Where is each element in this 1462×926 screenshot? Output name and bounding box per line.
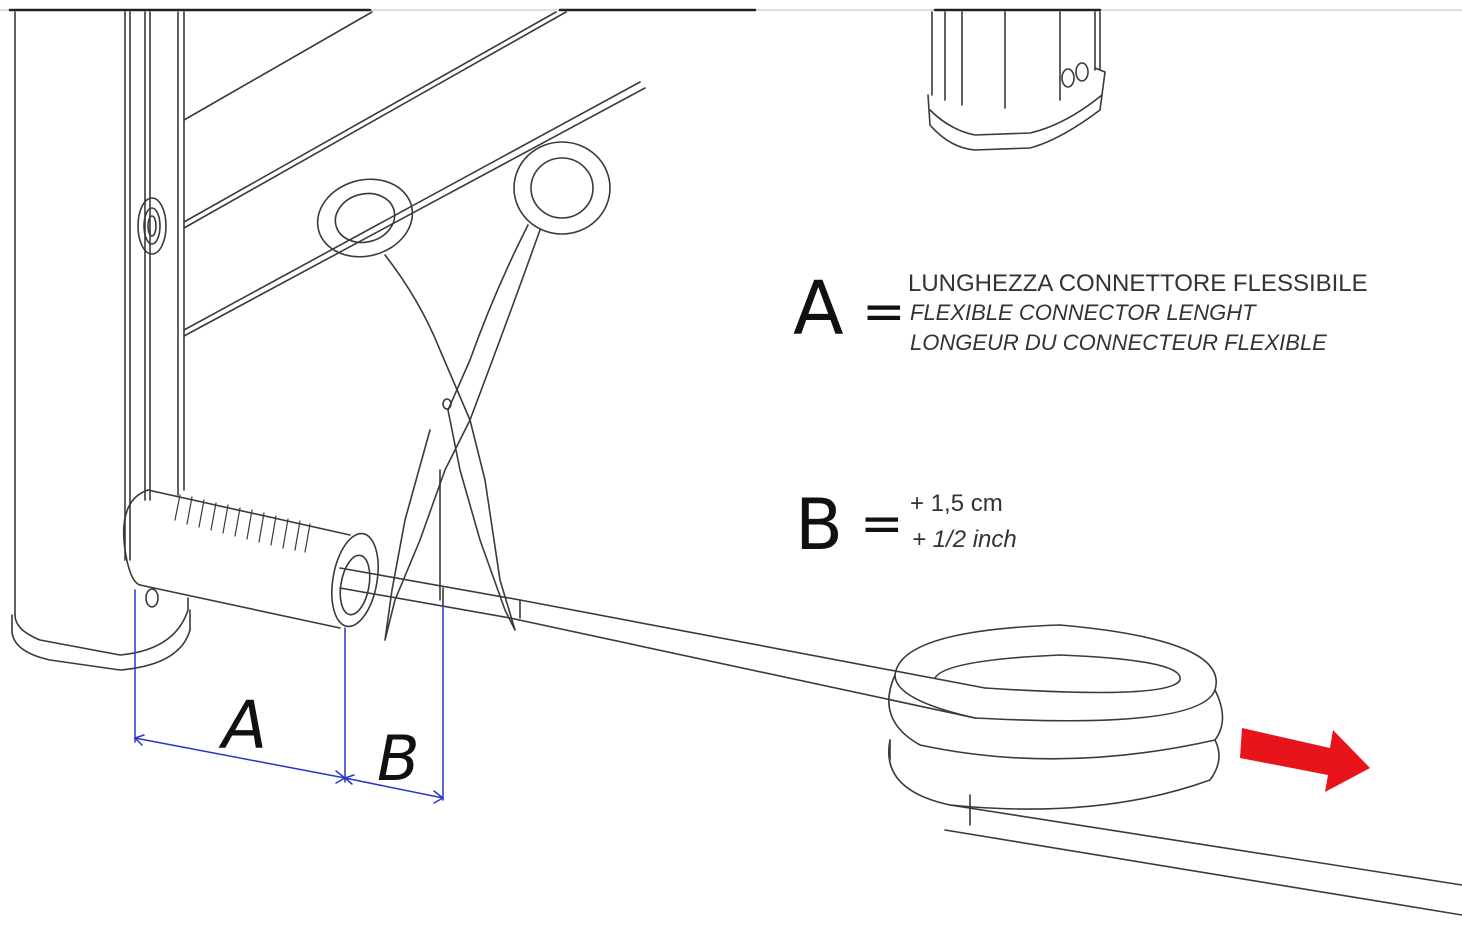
frame-post	[11, 11, 191, 671]
dimension-b-label: B	[377, 722, 420, 795]
dimension-a-label: A	[222, 687, 268, 764]
legend-a-letter: A	[793, 266, 844, 352]
legend-b-line-cm: + 1,5 cm	[910, 490, 1003, 517]
legend-b-letter: B	[795, 484, 844, 566]
legend-b-equals: =	[860, 494, 904, 554]
rails	[183, 11, 646, 337]
legend-a-line-it: LUNGHEZZA CONNETTORE FLESSIBILE	[908, 270, 1368, 297]
legend-a-line-en: FLEXIBLE CONNECTOR LENGHT	[910, 300, 1256, 325]
scissors-icon	[316, 141, 611, 641]
device-leg	[927, 11, 1106, 151]
dimension-lines	[134, 589, 444, 804]
legend-a-line-fr: LONGEUR DU CONNECTEUR FLEXIBLE	[910, 330, 1327, 355]
connector-tube	[122, 489, 379, 629]
arrow-right-icon	[1240, 728, 1370, 792]
legend-b-line-inch: + 1/2 inch	[912, 526, 1017, 553]
legend-a-equals: =	[862, 282, 906, 342]
hose	[339, 567, 1462, 916]
